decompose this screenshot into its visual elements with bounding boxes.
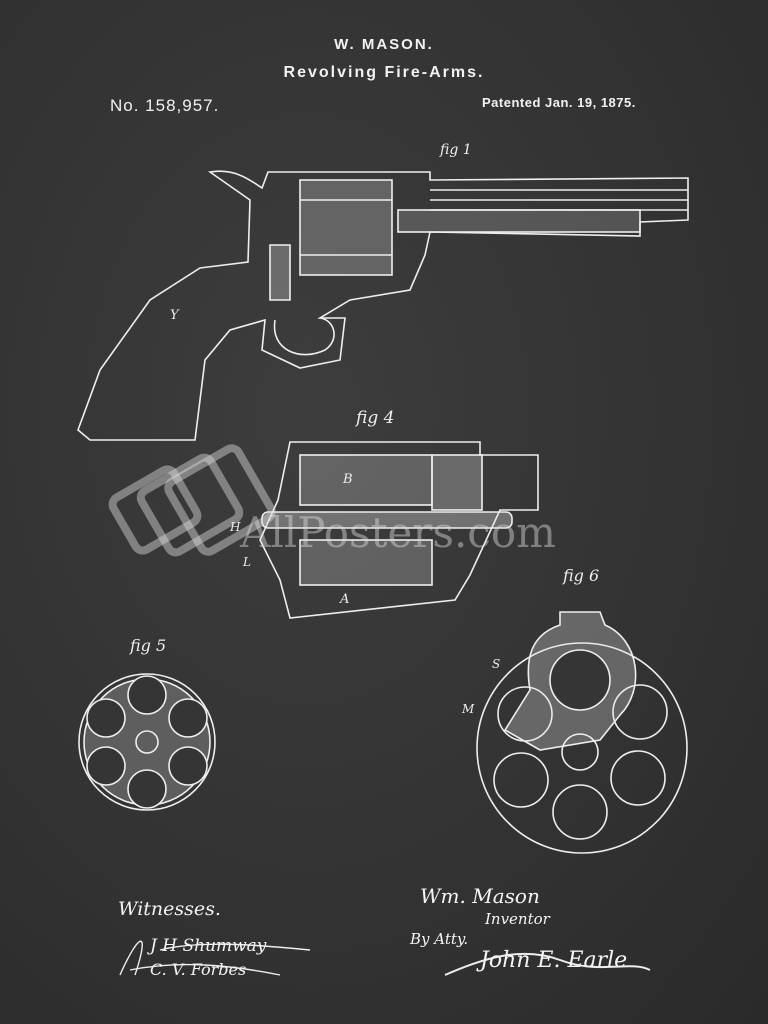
cylinder-end-view — [78, 673, 216, 811]
watermark-logo — [108, 444, 276, 557]
attorney-signature: John E. Earle — [480, 948, 628, 973]
patent-date: Patented Jan. 19, 1875. — [482, 95, 636, 110]
witness-signature-2: C. V. Forbes — [150, 960, 247, 979]
watermark-text: AllPosters.com — [240, 508, 556, 557]
witness-signature-1: J H Shumway — [150, 936, 267, 956]
fig1-label: fig 1 — [440, 142, 472, 158]
patent-title: Revolving Fire-Arms. — [283, 64, 485, 81]
by-attorney-label: By Atty. — [410, 930, 469, 948]
fig6-label: fig 6 — [563, 566, 600, 585]
label-m: M — [462, 702, 475, 716]
inventor-signature: Wm. Mason — [420, 884, 540, 908]
fig4-label: fig 4 — [356, 408, 395, 428]
witnesses-heading: Witnesses. — [118, 898, 221, 920]
label-s: S — [492, 657, 501, 671]
witness-signature-strokes — [119, 940, 311, 976]
patent-number: No. 158,957. — [110, 96, 220, 115]
attorney-signature-strokes — [444, 952, 651, 976]
label-a: A — [340, 592, 350, 607]
label-y: Y — [170, 308, 179, 323]
label-b: B — [343, 472, 353, 487]
inventor-label: Inventor — [485, 910, 550, 928]
label-h: H — [230, 520, 241, 534]
label-l: L — [243, 555, 251, 569]
fig5-label: fig 5 — [130, 636, 167, 655]
cylinder-rear-view — [476, 611, 688, 854]
cylinder-section-view — [259, 441, 539, 619]
revolver-side-view — [77, 170, 689, 441]
inventor-name: W. MASON. — [334, 36, 434, 53]
